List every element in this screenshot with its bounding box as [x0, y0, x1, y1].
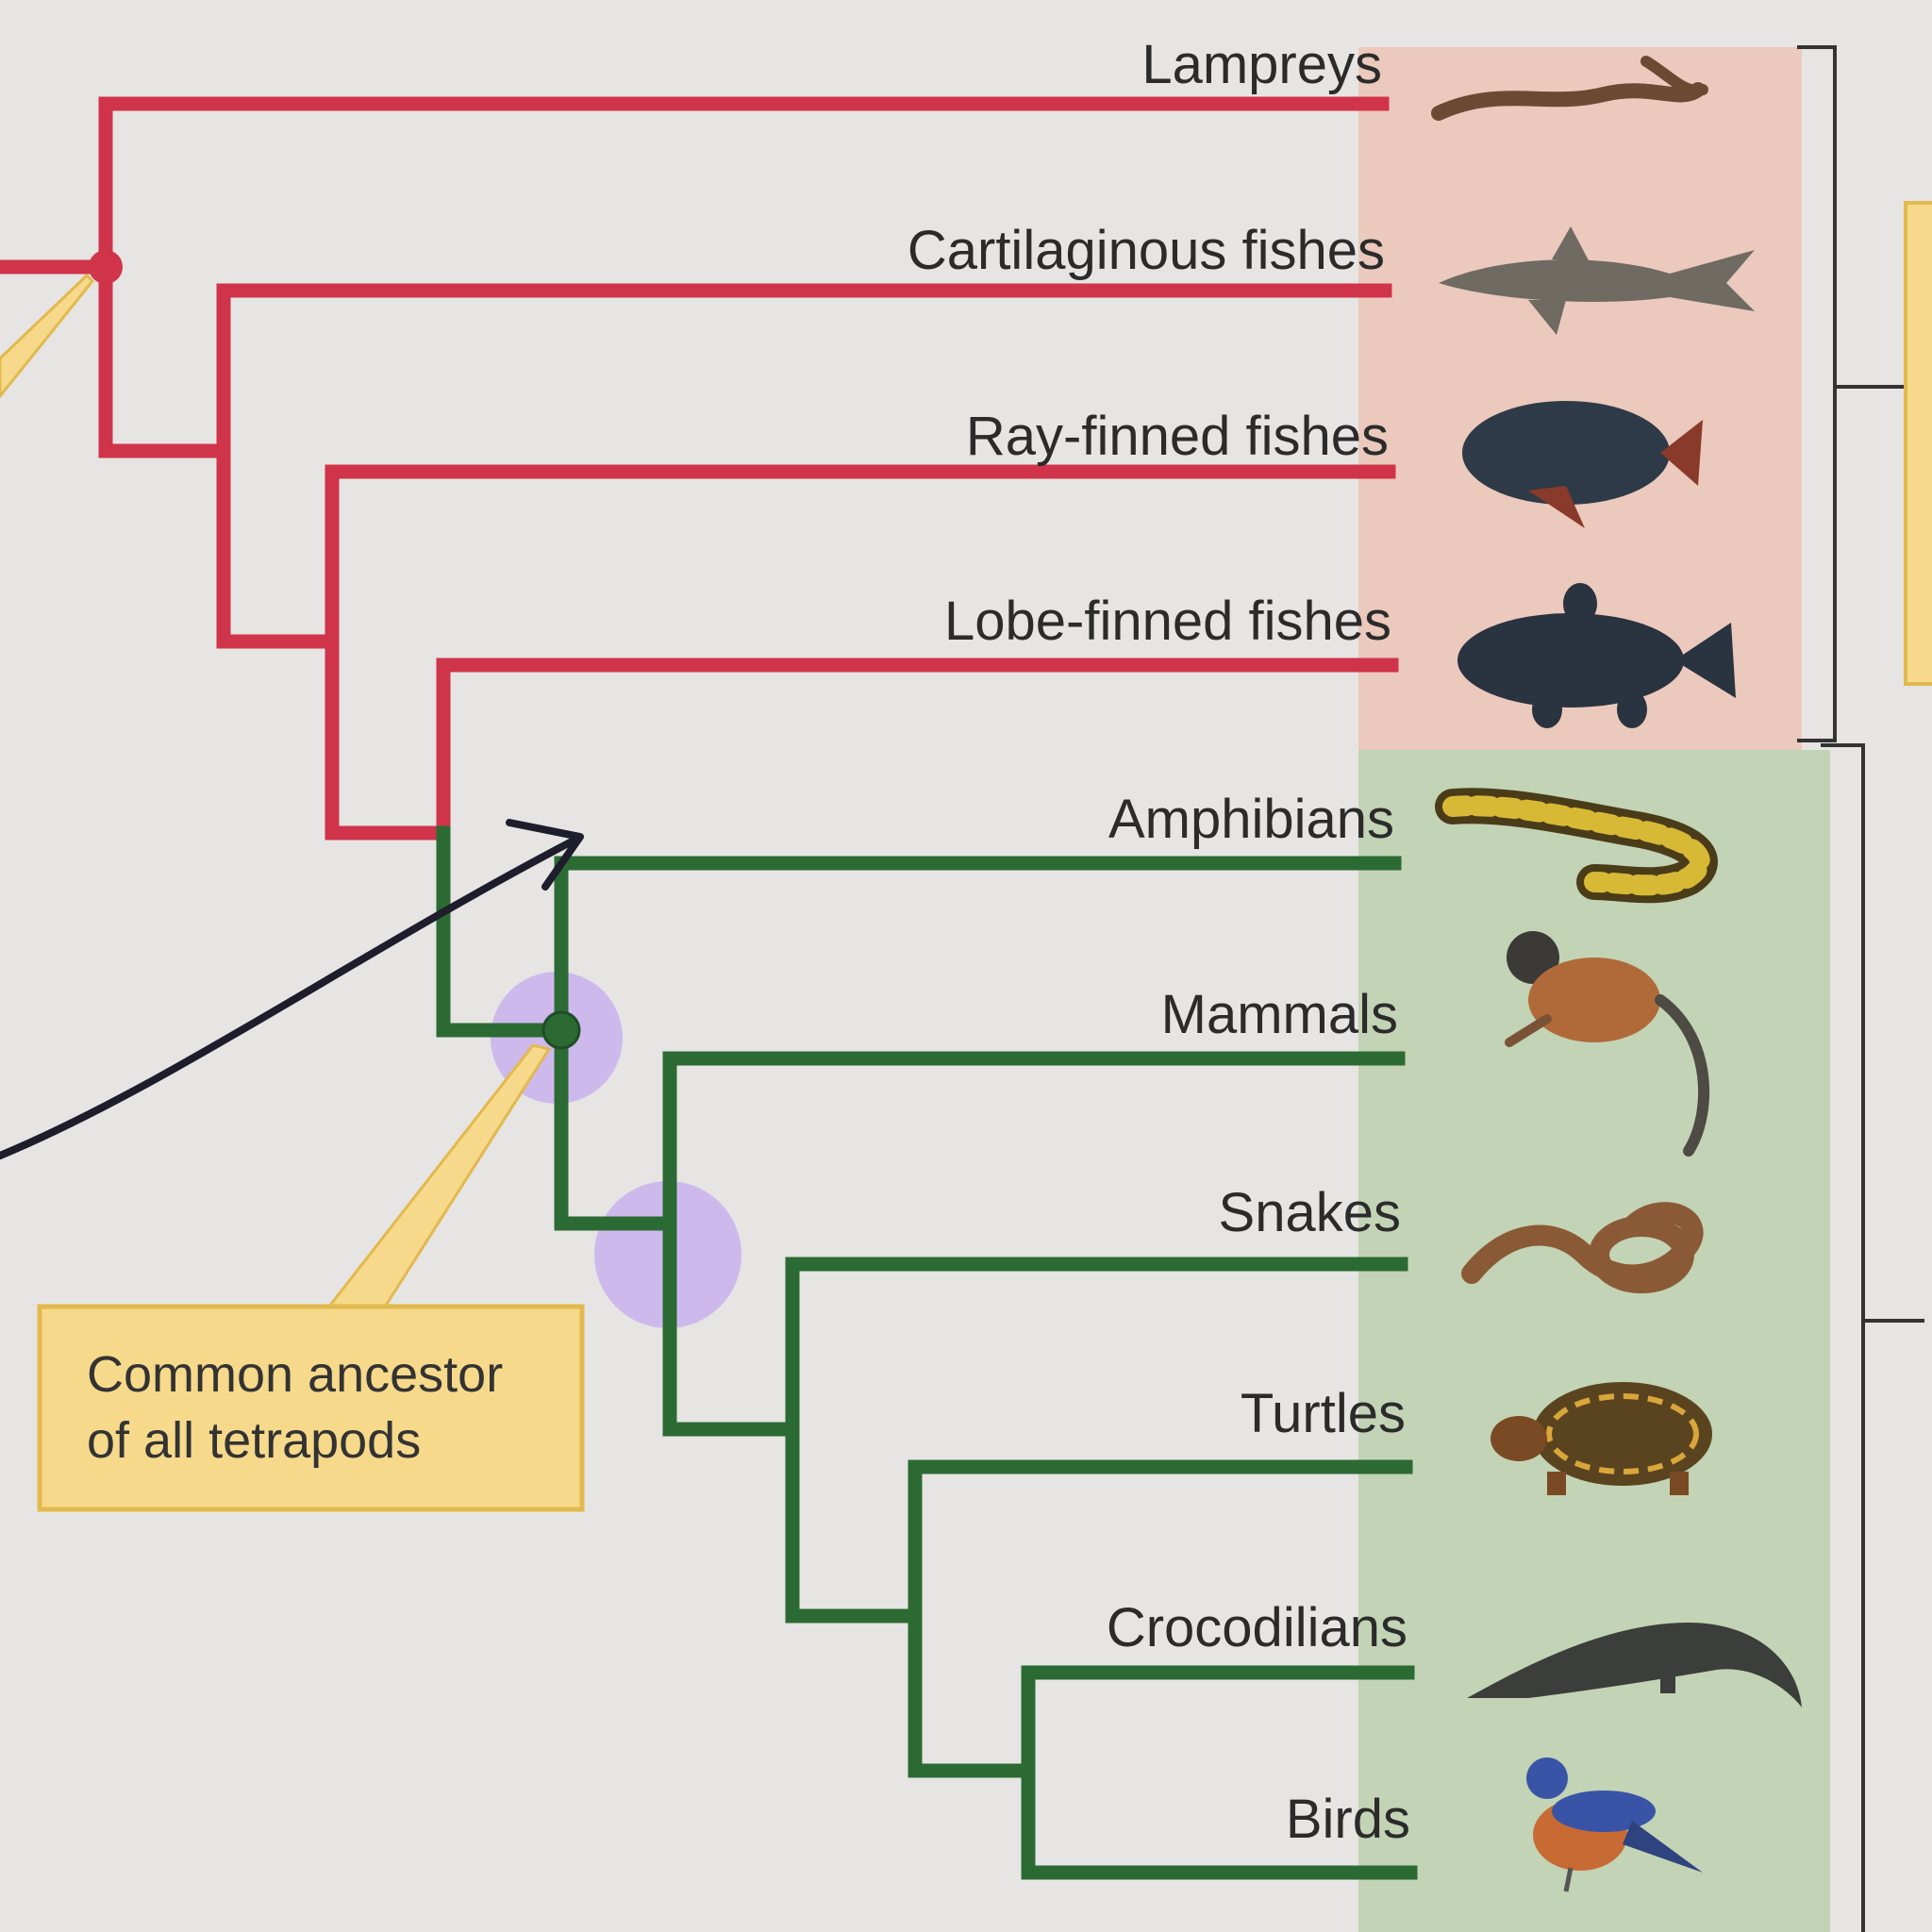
taxon-label-turtles: Turtles: [1241, 1383, 1406, 1444]
taxon-label-ray-finned-fishes: Ray-finned fishes: [966, 406, 1389, 467]
root-callout-pointer: [0, 273, 95, 399]
taxon-label-birds: Birds: [1286, 1789, 1410, 1850]
taxon-label-crocodilians: Crocodilians: [1107, 1597, 1407, 1658]
callout-line-2: of all tetrapods: [87, 1412, 421, 1469]
tetrapod-panel: [1358, 750, 1830, 1932]
coelacanth-icon: [1457, 583, 1736, 728]
tetrapod-ancestor-node: [541, 1010, 581, 1050]
panels: [1358, 47, 1830, 1932]
salamander-icon: [1435, 788, 1718, 904]
side-panel-edge: [1904, 201, 1932, 686]
fish-group-bracket: [1797, 45, 1837, 742]
fish-branches: [0, 96, 1399, 841]
callout-line-1: Common ancestor: [87, 1346, 503, 1403]
shark-icon: [1439, 226, 1755, 335]
taxon-labels: Lampreys Cartilaginous fishes Ray-finned…: [908, 34, 1410, 1850]
callout-box: Common ancestor of all tetrapods: [37, 1304, 585, 1512]
arrow-head: [506, 819, 584, 891]
annotation-arrow: [0, 819, 584, 1159]
snake-icon: [1461, 1202, 1704, 1293]
taxon-label-cartilaginous-fishes: Cartilaginous fishes: [908, 220, 1385, 281]
arrow-shaft: [0, 836, 579, 1159]
callout-rect: [37, 1304, 585, 1512]
tetrapod-group-bracket: [1821, 743, 1865, 1932]
taxon-label-lobe-finned-fishes: Lobe-finned fishes: [944, 591, 1391, 652]
monkey-icon: [1505, 931, 1710, 1157]
root-node: [89, 250, 123, 284]
taxon-label-mammals: Mammals: [1161, 984, 1398, 1045]
crocodile-icon: [1467, 1623, 1802, 1707]
taxon-label-amphibians: Amphibians: [1108, 789, 1394, 850]
lamprey-icon: [1431, 56, 1708, 121]
turtle-icon: [1491, 1382, 1712, 1495]
callout-pointer: [322, 1043, 552, 1313]
taxon-label-snakes: Snakes: [1219, 1182, 1401, 1243]
ray-finned-fish-icon: [1462, 401, 1703, 528]
bird-icon: [1526, 1757, 1703, 1892]
taxon-label-lampreys: Lampreys: [1141, 34, 1382, 95]
tetrapod-branches: [436, 825, 1418, 1880]
